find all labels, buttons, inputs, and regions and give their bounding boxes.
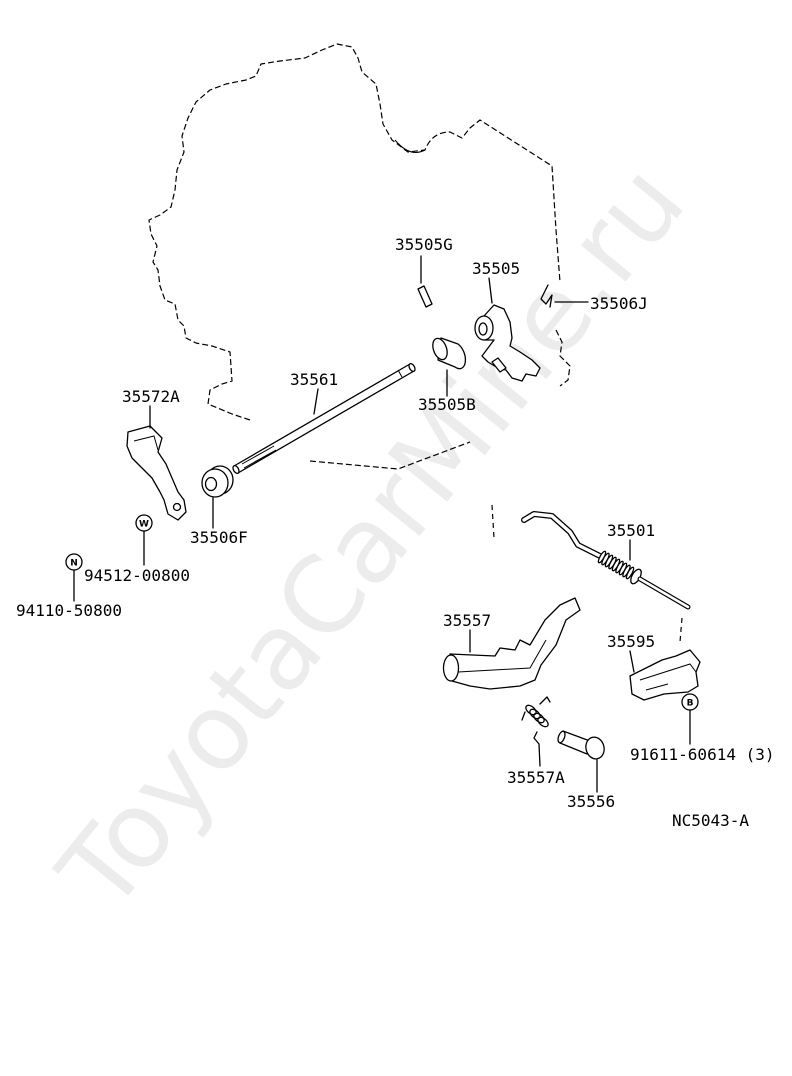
bracket-slot <box>645 683 669 691</box>
marker-w: W <box>139 520 149 530</box>
bracket-body <box>126 425 187 521</box>
shaft-end-right <box>408 363 416 372</box>
case-outline-main <box>148 43 561 421</box>
callout-94110-50800: 94110-50800 <box>16 601 122 620</box>
bracket-fold <box>133 435 159 451</box>
shaft-groove <box>397 369 403 378</box>
part-35506J-clip: 35506J <box>540 284 648 313</box>
leader-35505 <box>488 277 493 304</box>
clip-body <box>540 284 553 308</box>
part-35505B-bushing: 35505B <box>418 337 476 414</box>
rod-spring <box>597 550 642 585</box>
callout-35557: 35557 <box>443 611 491 630</box>
callout-94512-00800: 94512-00800 <box>84 566 190 585</box>
pin-body <box>417 285 433 308</box>
seal-hole <box>204 476 218 492</box>
marker-b-group: B 91611-60614 (3) <box>630 693 775 764</box>
bracket-hole <box>172 502 182 512</box>
spring-hook-top <box>539 696 551 705</box>
part-35556-pin: 35556 <box>557 730 615 811</box>
case-outline-right <box>555 329 571 387</box>
shaft-end-left <box>232 465 240 474</box>
callout-35505B: 35505B <box>418 395 476 414</box>
rod-end-inner <box>638 577 690 609</box>
part-35595-bracket: 35595 <box>607 632 701 701</box>
part-35572A-bracket: 35572A <box>122 387 187 521</box>
part-35506F-seal: 35506F <box>190 465 248 547</box>
lever-pin <box>491 357 507 373</box>
callout-35556: 35556 <box>567 792 615 811</box>
callout-35501: 35501 <box>607 521 655 540</box>
case-outline-bottom <box>309 441 471 470</box>
part-35501-rod: 35501 <box>521 511 691 610</box>
rod-inner <box>522 512 602 558</box>
part-35561-shaft: 35561 <box>232 363 416 474</box>
lever-boss-hole <box>478 322 488 336</box>
pin-tip <box>557 730 566 744</box>
leader-35595 <box>629 650 635 673</box>
marker-b: B <box>687 699 694 709</box>
callout-35506J: 35506J <box>590 294 648 313</box>
marker-n-group: N 94110-50800 <box>16 553 122 620</box>
callout-35557A: 35557A <box>507 768 565 787</box>
pin-head <box>585 736 605 760</box>
lever-boss <box>474 315 494 341</box>
part-35505-lever: 35505 <box>472 259 541 382</box>
figure-id: NC5043-A <box>672 811 749 830</box>
connection-line-rod <box>491 504 495 539</box>
callout-35572A: 35572A <box>122 387 180 406</box>
spring-coil <box>625 566 635 580</box>
case-inner-edge <box>394 139 426 153</box>
spring-coil <box>533 712 545 724</box>
callout-35561: 35561 <box>290 370 338 389</box>
lever-edge <box>457 639 547 673</box>
callout-35505: 35505 <box>472 259 520 278</box>
bushing-face <box>432 337 448 361</box>
shaft-spline-2 <box>241 445 275 465</box>
lever-arm <box>449 597 581 690</box>
callout-91611-60614: 91611-60614 (3) <box>630 745 775 764</box>
spring-coil <box>537 716 549 728</box>
leader-35561 <box>313 388 319 415</box>
part-35557-lever: 35557 <box>442 597 581 690</box>
lever-hub <box>442 654 460 682</box>
transmission-case-outline <box>148 43 571 470</box>
callout-35595: 35595 <box>607 632 655 651</box>
marker-w-group: W 94512-00800 <box>84 514 190 585</box>
connection-line-bracket <box>679 617 683 643</box>
callout-35505G: 35505G <box>395 235 453 254</box>
part-35557A-spring: 35557A <box>507 696 565 787</box>
leader-35557A <box>533 731 541 767</box>
bracket-body <box>629 649 701 701</box>
shaft-spline <box>243 449 277 469</box>
spring-hook-bottom <box>521 711 526 721</box>
marker-n: N <box>70 559 78 569</box>
bracket-edge <box>639 663 697 681</box>
callout-35506F: 35506F <box>190 528 248 547</box>
part-35505G-pin: 35505G <box>395 235 453 308</box>
